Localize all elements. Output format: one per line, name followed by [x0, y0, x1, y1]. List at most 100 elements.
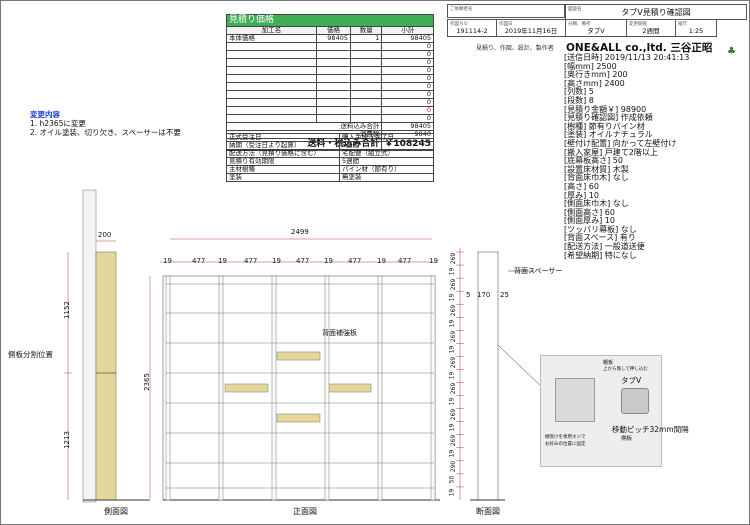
hardware-photo: 棚板 上から落して押し込む タブV 棚受けを専用ネジで お好みの位置に固定 側板: [540, 355, 662, 467]
drawing-date-label: 作図日: [499, 22, 513, 27]
section-row-dim: 269: [450, 252, 458, 264]
list-item: [搬入家屋] 戸建て2階以上: [564, 147, 658, 157]
section-dim-b: 170: [477, 291, 491, 299]
change-title: 変更内容: [30, 110, 60, 119]
list-item: [高さ] 60: [564, 181, 599, 191]
drawing-name-label: 図面名: [568, 7, 582, 12]
list-item: [背面スペース] 有り: [564, 233, 636, 243]
front-col-dim: 19: [429, 257, 438, 265]
front-post: [430, 275, 436, 501]
list-item: 2. オイル塗装、切り欠き、スペーサーは不要: [30, 128, 181, 137]
list-item: [送信日時] 2019/11/13 20:41:13: [564, 53, 690, 62]
side-width-label: 200: [98, 231, 112, 239]
side-view-label: 側面図: [104, 507, 128, 516]
customer-label: ご依頼者名: [450, 7, 473, 12]
list-item: [塗装] オイルナチュラル: [564, 130, 653, 140]
company-name: ONE&ALL co.,ltd. 三谷正昭: [566, 42, 713, 54]
section-dim-c: 25: [500, 291, 509, 299]
section-row-dim: 269: [450, 408, 458, 421]
front-post: [165, 275, 171, 501]
list-item: [側面厚み] 10: [564, 216, 615, 226]
period-value: 2週間: [642, 27, 660, 35]
front-view-label: 正面図: [293, 507, 317, 516]
list-item: [側面高さ] 60: [564, 207, 615, 217]
section-space-label: 背面スペーサー: [514, 267, 563, 275]
pitch-label: 移動ピッチ32mm間隔: [612, 425, 689, 434]
photo-bracket-note: お好みの位置に固定: [545, 442, 586, 447]
section-row-dim: 19: [448, 267, 456, 275]
list-item: [高さmm] 2400: [564, 78, 625, 88]
front-height-label: 2365: [142, 373, 151, 391]
section-view: [456, 248, 546, 501]
list-item: [段数] 8: [564, 95, 594, 105]
drawing-no-label: 作図ＮＯ: [450, 22, 468, 27]
list-item: [幅mm] 2500: [564, 61, 617, 71]
drawing-name-value: タブV見積り確認図: [621, 8, 691, 17]
section-row-dim: 269: [450, 382, 458, 395]
front-col-dim: 19: [218, 257, 227, 265]
list-item: [ツッパリ幕板] なし: [564, 224, 637, 234]
section-row-dim: 50: [448, 476, 456, 484]
list-item: [設置床材質] 木製: [564, 164, 629, 174]
section-row-dim: 269: [450, 356, 458, 369]
photo-tab-label: タブV: [621, 376, 642, 385]
front-col-dim: 19: [272, 257, 281, 265]
section-row-dim: 269: [450, 278, 458, 290]
front-col-dim: 19: [324, 257, 333, 265]
section-ticks: [456, 251, 464, 488]
section-row-dim: 19: [448, 293, 456, 301]
front-total-label: 2499: [291, 228, 309, 236]
scale-label: 縮尺: [678, 22, 687, 27]
section-row-dim: 19: [448, 449, 456, 458]
category-value: タブV: [587, 27, 605, 35]
drawing-date-value: 2019年11月16日: [504, 27, 558, 35]
section-row-dim: 269: [450, 304, 458, 316]
bracket-image: [555, 378, 595, 422]
front-col-dim: 477: [348, 257, 362, 265]
list-item: [奥行きmm] 200: [564, 70, 628, 80]
back-reinforce-label: 背面補強板: [322, 329, 357, 337]
front-col-dim: 477: [192, 257, 206, 265]
list-item: [厚み] 10: [564, 190, 599, 200]
section-view-label: 断面図: [476, 507, 500, 516]
customer-cell: ご依頼者名: [447, 4, 565, 18]
table-row: 塗装無塗装: [226, 173, 434, 182]
section-row-dim: 19: [448, 397, 456, 406]
side-view: [64, 189, 150, 503]
list-item: [樹種] 節有りパイン材: [564, 121, 645, 131]
side-split-label: 側板分割位置: [8, 350, 53, 359]
list-item: 1. h2365に変更: [30, 119, 86, 128]
terms-table: 正式受注日購入手続き完了日 納期（受注日より起算）5週間 配送方法（見積り価格に…: [226, 133, 434, 182]
list-item: [背面床巾木] なし: [564, 173, 629, 183]
category-label: 分類、備考: [568, 22, 591, 27]
terms-value: 無塗装: [339, 173, 434, 182]
photo-shelf-label: 棚板: [603, 360, 614, 366]
change-notes: 変更内容 1. h2365に変更 2. オイル塗装、切り欠き、スペーサーは不要: [30, 110, 205, 137]
front-post: [324, 275, 330, 501]
front-post: [218, 275, 224, 501]
section-row-dim: 269: [450, 330, 458, 343]
scale-value: 1:25: [688, 27, 704, 35]
front-col-dim: 477: [398, 257, 412, 265]
period-label: 変更期限: [629, 22, 647, 27]
section-row-dim: 19: [448, 423, 456, 432]
front-view: [149, 238, 440, 501]
front-col-dim: 477: [296, 257, 310, 265]
section-dim-a: 5: [466, 291, 471, 299]
scale-cell: 縮尺 1:25: [675, 19, 717, 37]
list-item: [見積り金額￥] 98900: [564, 104, 647, 114]
list-item: [希望納期] 特になし: [564, 250, 637, 260]
drawing-no-value: 191114-2: [456, 27, 488, 35]
photo-sideboard-label: 側板: [621, 436, 633, 442]
logo-icon: ♣: [727, 46, 736, 57]
list-item: [壁付け配置] 向かって左壁付け: [564, 138, 677, 148]
spec-list: [送信日時] 2019/11/13 20:41:13 [幅mm] 2500 [奥…: [564, 53, 714, 260]
list-item: [底幕板高さ] 50: [564, 156, 623, 166]
section-row-dim: 19: [448, 371, 456, 380]
photo-bracket-label: 棚受けを専用ネジで: [545, 435, 586, 440]
front-col-dim: 477: [244, 257, 258, 265]
list-item: [列数] 5: [564, 87, 594, 97]
tab-image: [621, 388, 649, 414]
section-row-dim: 19: [448, 345, 456, 354]
